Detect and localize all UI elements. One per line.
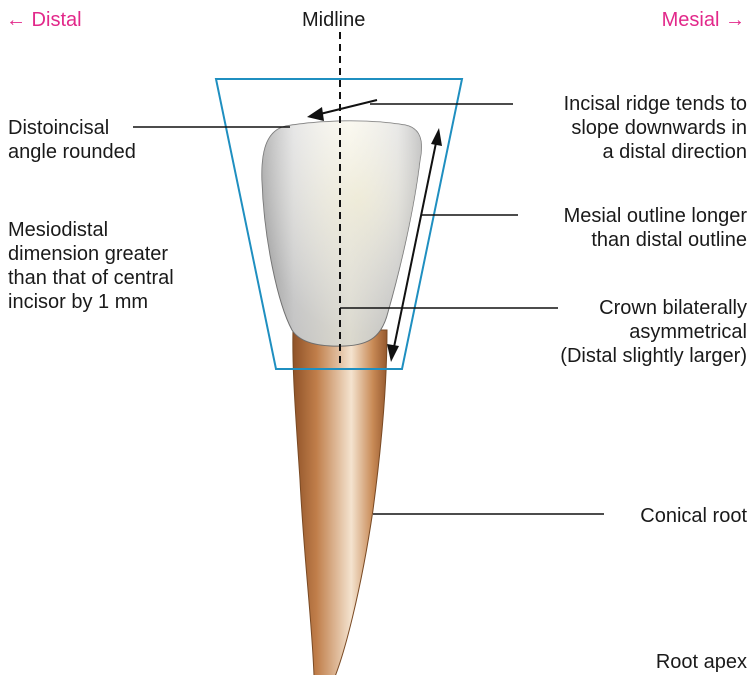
mesial-direction-label: Mesial → — [662, 8, 745, 32]
incisal-ridge-arrowhead — [307, 107, 324, 121]
mesiodistal-dimension-label: Mesiodistal dimension greater than that … — [8, 218, 174, 314]
distal-direction-label: ← Distal — [6, 8, 82, 32]
crown-asymmetry-label: Crown bilaterally asymmetrical (Distal s… — [560, 296, 747, 368]
mesial-arrowhead-bottom — [387, 344, 399, 362]
crown-shading — [262, 121, 422, 346]
conical-root-label: Conical root — [640, 504, 747, 528]
incisal-ridge-arrow-line — [316, 100, 377, 115]
mesial-outline-label: Mesial outline longer than distal outlin… — [564, 204, 747, 252]
distoincisal-angle-label: Distoincisal angle rounded — [8, 116, 136, 164]
mesial-arrowhead-top — [431, 128, 442, 146]
root-shape — [293, 330, 387, 675]
midline-label: Midline — [302, 8, 365, 32]
root-apex-label: Root apex — [656, 650, 747, 674]
incisal-ridge-label: Incisal ridge tends to slope downwards i… — [564, 92, 747, 164]
